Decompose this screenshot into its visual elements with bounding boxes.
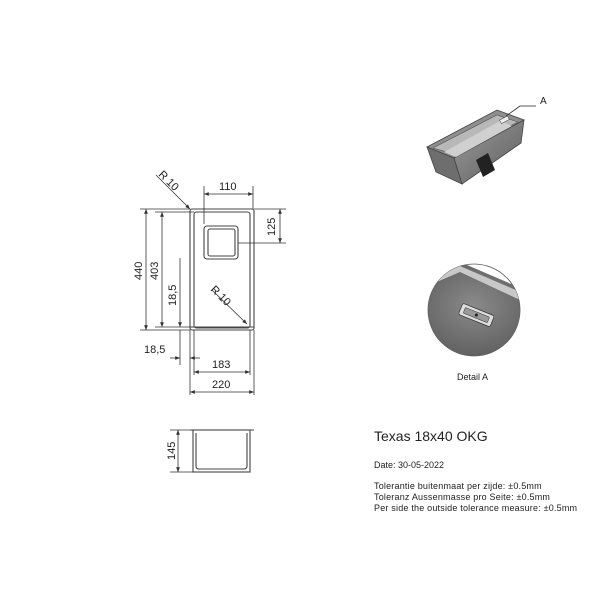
dimension-lines (140, 174, 286, 395)
detail-a-view (427, 263, 521, 357)
title-block: Texas 18x40 OKG Date: 30-05-2022 Toleran… (374, 428, 596, 514)
dim-drain-width: 110 (219, 181, 237, 193)
drain-box-inner (207, 228, 236, 257)
product-title: Texas 18x40 OKG (374, 428, 488, 444)
tolerance-german: Toleranz Aussenmasse pro Seite: ±0.5mm (374, 492, 551, 502)
dim-depth: 145 (166, 442, 178, 460)
dim-outer-height: 440 (133, 262, 145, 280)
drawing-date: Date: 30-05-2022 (374, 460, 445, 470)
dim-bottom-offset: 18,5 (144, 344, 165, 356)
side-bowl-inner (195, 433, 248, 470)
detail-a-label: Detail A (457, 372, 489, 382)
sink-isometric (426, 105, 536, 185)
detail-callout-label: A (540, 96, 547, 107)
inner-bowl (193, 211, 251, 329)
dim-inner-width: 183 (212, 359, 230, 371)
drain-box (203, 225, 239, 260)
dim-outer-radius: R 10 (156, 169, 181, 194)
side-outline (192, 429, 251, 473)
tolerance-english: Per side the outside tolerance measure: … (374, 503, 578, 513)
dim-outer-width: 220 (212, 379, 230, 391)
top-view (189, 208, 255, 331)
dim-wall-offset: 18,5 (167, 285, 179, 306)
side-view (170, 429, 254, 473)
tolerance-dutch: Tolerantie buitenmaat per zijde: ±0.5mm (374, 481, 542, 491)
outer-outline (189, 208, 255, 331)
dim-inner-radius: R 10 (208, 284, 233, 309)
dim-drain-height: 125 (266, 218, 278, 236)
dim-inner-height: 403 (149, 262, 161, 280)
